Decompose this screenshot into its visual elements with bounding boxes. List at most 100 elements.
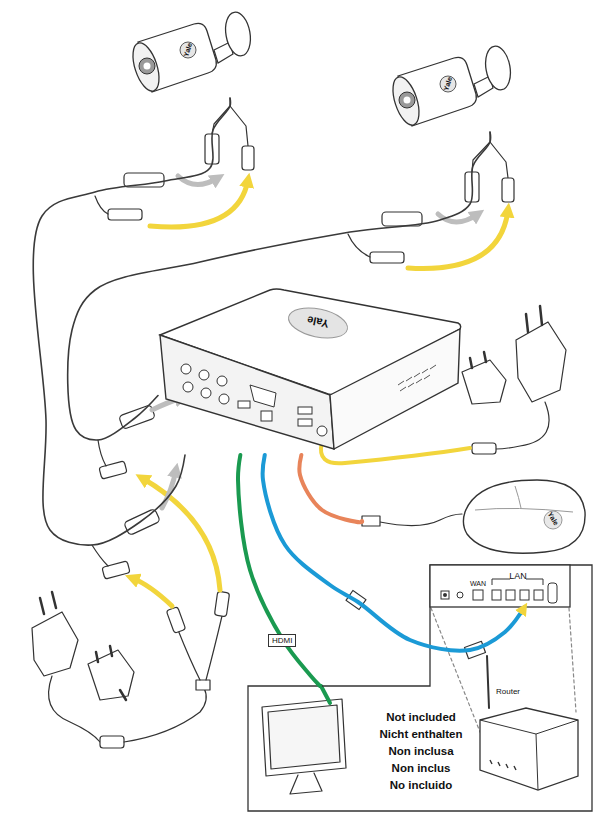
note-text: Nicht enthalten bbox=[361, 728, 481, 741]
uk-plug-adapter bbox=[462, 360, 506, 404]
plug-arrow bbox=[408, 210, 508, 269]
outline-part bbox=[463, 480, 585, 553]
outline-part bbox=[457, 592, 463, 598]
note-text: Not included bbox=[361, 711, 481, 724]
bnc-male bbox=[119, 405, 156, 430]
adapter-prongs bbox=[526, 306, 542, 332]
outline-part bbox=[430, 565, 570, 607]
outline-part bbox=[480, 708, 578, 790]
ethernet-cable bbox=[263, 455, 525, 651]
power-male bbox=[108, 209, 142, 220]
security-camera: Yale bbox=[130, 6, 255, 98]
power-female bbox=[99, 461, 127, 479]
bnc-male bbox=[382, 212, 422, 226]
power-cable bbox=[124, 688, 206, 742]
outline-part bbox=[515, 486, 521, 508]
wire bbox=[92, 545, 108, 566]
power-adapter bbox=[516, 322, 566, 402]
outline-part bbox=[399, 92, 415, 108]
mouse-cable bbox=[380, 514, 462, 526]
outline-part bbox=[443, 593, 447, 597]
hdmi-cable bbox=[238, 455, 320, 686]
outline-part bbox=[181, 364, 191, 374]
power-male bbox=[370, 252, 404, 263]
outline-part bbox=[139, 58, 155, 74]
monitor-screen bbox=[268, 705, 340, 769]
node-outline bbox=[390, 40, 515, 132]
outline-part bbox=[238, 401, 250, 408]
node-outline bbox=[130, 6, 255, 98]
outline-part bbox=[317, 426, 327, 436]
bnc-male bbox=[124, 508, 161, 535]
uk-plug-pins bbox=[96, 646, 126, 700]
device-label: Router bbox=[496, 688, 536, 697]
power-female bbox=[502, 178, 514, 202]
power-female bbox=[242, 146, 254, 170]
bnc-female bbox=[205, 134, 219, 164]
outline-part bbox=[330, 329, 460, 449]
outline-part bbox=[128, 40, 164, 94]
camera-pigtail bbox=[472, 132, 508, 178]
outline-part bbox=[473, 590, 483, 600]
port-label: WAN bbox=[466, 580, 490, 588]
video-cable bbox=[33, 98, 230, 545]
usb-cable bbox=[299, 455, 362, 522]
wifi-router: Router bbox=[478, 680, 580, 792]
outline-part bbox=[160, 335, 334, 449]
power-male bbox=[166, 607, 185, 634]
usb-plug bbox=[362, 516, 380, 526]
outline-part bbox=[298, 407, 312, 414]
wire bbox=[98, 440, 106, 466]
bnc-female bbox=[465, 172, 479, 202]
outline-part bbox=[534, 590, 543, 600]
wire bbox=[95, 196, 108, 214]
plug-arrow bbox=[142, 478, 220, 590]
outline-part bbox=[398, 365, 436, 391]
video-recorder: Yale bbox=[158, 285, 463, 455]
monitor-stand bbox=[290, 773, 322, 794]
node-outline bbox=[158, 285, 463, 455]
plug-arrow-gray bbox=[162, 470, 176, 508]
outline-part bbox=[441, 591, 449, 599]
adapter-prongs bbox=[40, 592, 56, 614]
cable-label: HDMI bbox=[268, 634, 296, 647]
power-plug bbox=[472, 443, 496, 454]
twist-arrow bbox=[178, 176, 218, 185]
power-cable-yellow bbox=[321, 442, 470, 463]
video-cable bbox=[68, 132, 491, 440]
outline-part bbox=[248, 565, 592, 811]
outline-part bbox=[490, 760, 516, 770]
power-plug bbox=[100, 736, 124, 748]
outline-part bbox=[286, 303, 351, 343]
outline-part bbox=[404, 97, 411, 104]
outline-part bbox=[222, 10, 253, 57]
twist-arrow bbox=[438, 214, 478, 222]
outline-part bbox=[219, 394, 229, 404]
outline-part bbox=[482, 44, 513, 91]
outline-part bbox=[199, 370, 209, 380]
outline-part bbox=[480, 720, 578, 790]
plug-arrow bbox=[132, 578, 172, 606]
outline-part bbox=[250, 385, 276, 407]
outline-part bbox=[548, 583, 557, 603]
outline-part bbox=[183, 382, 193, 392]
power-adapter bbox=[32, 612, 78, 676]
router-back-panel: WAN LAN bbox=[430, 565, 570, 607]
outline-part bbox=[506, 590, 515, 600]
computer-mouse: Yale bbox=[455, 472, 590, 560]
router-antenna bbox=[487, 656, 489, 708]
outline-part bbox=[217, 376, 227, 386]
monitor-frame bbox=[262, 699, 346, 776]
note-text: Non inclusa bbox=[361, 745, 481, 758]
cable-splitter bbox=[196, 680, 210, 690]
bnc-male bbox=[124, 173, 164, 187]
outline-part bbox=[520, 590, 529, 600]
ethernet-plug bbox=[464, 641, 485, 658]
outline-part bbox=[261, 411, 272, 421]
port-label: LAN bbox=[508, 572, 528, 582]
hdmi-cable bbox=[321, 686, 330, 703]
outline-part bbox=[201, 388, 211, 398]
wire bbox=[348, 234, 370, 257]
